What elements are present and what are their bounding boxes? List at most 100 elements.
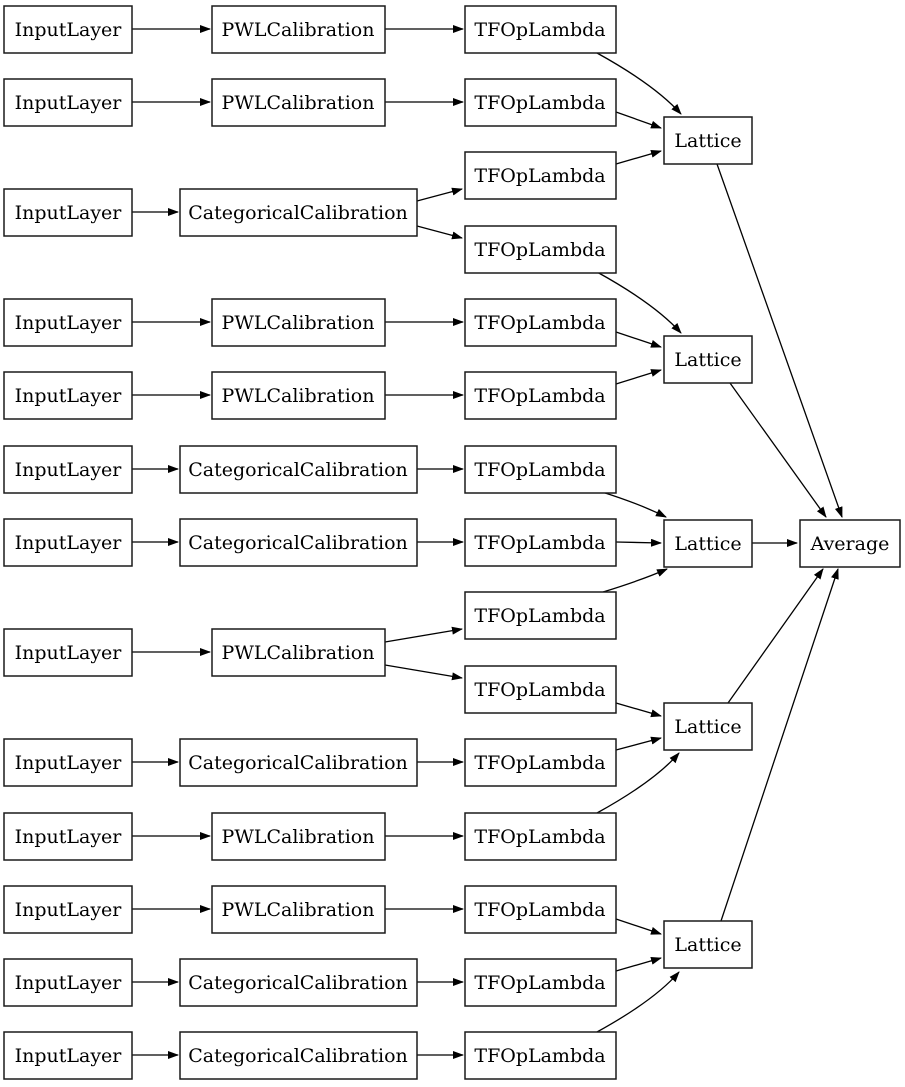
node-calib_5: PWLCalibration bbox=[211, 371, 386, 420]
edge-lambda_8-lattice_3 bbox=[615, 538, 662, 547]
edge-lambda_1-lattice_1 bbox=[596, 52, 682, 115]
input_3-box bbox=[3, 188, 133, 237]
calib_8-box bbox=[211, 628, 386, 677]
node-calib_10: PWLCalibration bbox=[211, 812, 386, 861]
calib_1-box bbox=[211, 5, 386, 54]
edge-calib_8-lambda_9 bbox=[384, 626, 463, 643]
lattice_4-label: Lattice bbox=[674, 716, 741, 738]
lattice_5-box bbox=[663, 920, 753, 969]
lambda_3-box bbox=[464, 151, 617, 200]
lattice_3-label: Lattice bbox=[674, 533, 741, 555]
lambda_13-label: TFOpLambda bbox=[474, 899, 605, 921]
lambda_12-label: TFOpLambda bbox=[474, 826, 605, 848]
lambda_6-box bbox=[464, 371, 617, 420]
input_5-box bbox=[3, 371, 133, 420]
node-calib_8: PWLCalibration bbox=[211, 628, 386, 677]
edge-calib_3-lambda_4 bbox=[416, 225, 463, 240]
node-calib_1: PWLCalibration bbox=[211, 5, 386, 54]
lambda_1-box bbox=[464, 5, 617, 54]
edge-lattice_4-average bbox=[727, 568, 824, 704]
calib_12-box bbox=[179, 958, 418, 1007]
node-lambda_1: TFOpLambda bbox=[464, 5, 617, 54]
edge-lambda_2-lattice_1 bbox=[615, 111, 662, 129]
node-calib_4: PWLCalibration bbox=[211, 298, 386, 347]
calib_9-box bbox=[179, 738, 418, 787]
edge-lattice_1-average bbox=[716, 163, 843, 518]
calib_8-label: PWLCalibration bbox=[222, 642, 375, 664]
node-input_6: InputLayer bbox=[3, 445, 133, 494]
lattice_1-label: Lattice bbox=[674, 130, 741, 152]
lambda_2-label: TFOpLambda bbox=[474, 92, 605, 114]
input_9-box bbox=[3, 738, 133, 787]
input_13-label: InputLayer bbox=[15, 1045, 123, 1067]
edge-lambda_3-lattice_1 bbox=[615, 149, 662, 165]
lambda_14-box bbox=[464, 958, 617, 1007]
input_1-label: InputLayer bbox=[15, 19, 123, 41]
input_11-box bbox=[3, 885, 133, 934]
input_13-box bbox=[3, 1031, 133, 1080]
lambda_15-label: TFOpLambda bbox=[474, 1045, 605, 1067]
calib_4-box bbox=[211, 298, 386, 347]
node-lambda_14: TFOpLambda bbox=[464, 958, 617, 1007]
input_10-label: InputLayer bbox=[15, 826, 123, 848]
lambda_10-box bbox=[464, 665, 617, 714]
input_4-box bbox=[3, 298, 133, 347]
node-input_13: InputLayer bbox=[3, 1031, 133, 1080]
input_8-box bbox=[3, 628, 133, 677]
node-input_12: InputLayer bbox=[3, 958, 133, 1007]
edge-lambda_9-lattice_3 bbox=[602, 568, 668, 593]
average-label: Average bbox=[810, 533, 890, 555]
input_11-label: InputLayer bbox=[15, 899, 123, 921]
node-input_2: InputLayer bbox=[3, 78, 133, 127]
nodes-layer: InputLayer InputLayer InputLayer InputLa… bbox=[3, 5, 901, 1080]
input_2-label: InputLayer bbox=[15, 92, 123, 114]
lambda_12-box bbox=[464, 812, 617, 861]
input_9-label: InputLayer bbox=[15, 752, 123, 774]
input_7-label: InputLayer bbox=[15, 532, 123, 554]
lattice_2-box bbox=[663, 335, 753, 384]
node-lattice_3: Lattice bbox=[663, 519, 753, 568]
node-calib_6: CategoricalCalibration bbox=[179, 445, 418, 494]
lambda_11-box bbox=[464, 738, 617, 787]
node-lambda_13: TFOpLambda bbox=[464, 885, 617, 934]
node-calib_7: CategoricalCalibration bbox=[179, 518, 418, 567]
calib_5-label: PWLCalibration bbox=[222, 385, 375, 407]
calib_10-label: PWLCalibration bbox=[222, 826, 375, 848]
edge-lambda_15-lattice_5 bbox=[596, 971, 680, 1033]
calib_13-label: CategoricalCalibration bbox=[188, 1045, 408, 1067]
lambda_9-box bbox=[464, 591, 617, 640]
lambda_2-box bbox=[464, 78, 617, 127]
lambda_10-label: TFOpLambda bbox=[474, 679, 605, 701]
edge-calib_8-lambda_10 bbox=[384, 664, 463, 681]
lattice_5-label: Lattice bbox=[674, 934, 741, 956]
lambda_6-label: TFOpLambda bbox=[474, 385, 605, 407]
calib_2-box bbox=[211, 78, 386, 127]
node-calib_3: CategoricalCalibration bbox=[179, 188, 418, 237]
input_1-box bbox=[3, 5, 133, 54]
node-input_11: InputLayer bbox=[3, 885, 133, 934]
node-input_4: InputLayer bbox=[3, 298, 133, 347]
calib_13-box bbox=[179, 1031, 418, 1080]
calib_7-label: CategoricalCalibration bbox=[188, 532, 408, 554]
node-input_3: InputLayer bbox=[3, 188, 133, 237]
lambda_3-label: TFOpLambda bbox=[474, 165, 605, 187]
average-box bbox=[799, 519, 901, 568]
input_6-label: InputLayer bbox=[15, 459, 123, 481]
lambda_15-box bbox=[464, 1031, 617, 1080]
node-calib_9: CategoricalCalibration bbox=[179, 738, 418, 787]
node-input_7: InputLayer bbox=[3, 518, 133, 567]
node-lambda_10: TFOpLambda bbox=[464, 665, 617, 714]
node-lambda_8: TFOpLambda bbox=[464, 518, 617, 567]
input_2-box bbox=[3, 78, 133, 127]
node-calib_12: CategoricalCalibration bbox=[179, 958, 418, 1007]
calib_11-box bbox=[211, 885, 386, 934]
input_12-label: InputLayer bbox=[15, 972, 123, 994]
lambda_8-label: TFOpLambda bbox=[474, 532, 605, 554]
edge-lambda_11-lattice_4 bbox=[615, 736, 662, 751]
input_3-label: InputLayer bbox=[15, 202, 123, 224]
edge-calib_3-lambda_3 bbox=[416, 187, 463, 202]
lambda_5-label: TFOpLambda bbox=[474, 312, 605, 334]
edge-lambda_12-lattice_4 bbox=[596, 752, 680, 814]
